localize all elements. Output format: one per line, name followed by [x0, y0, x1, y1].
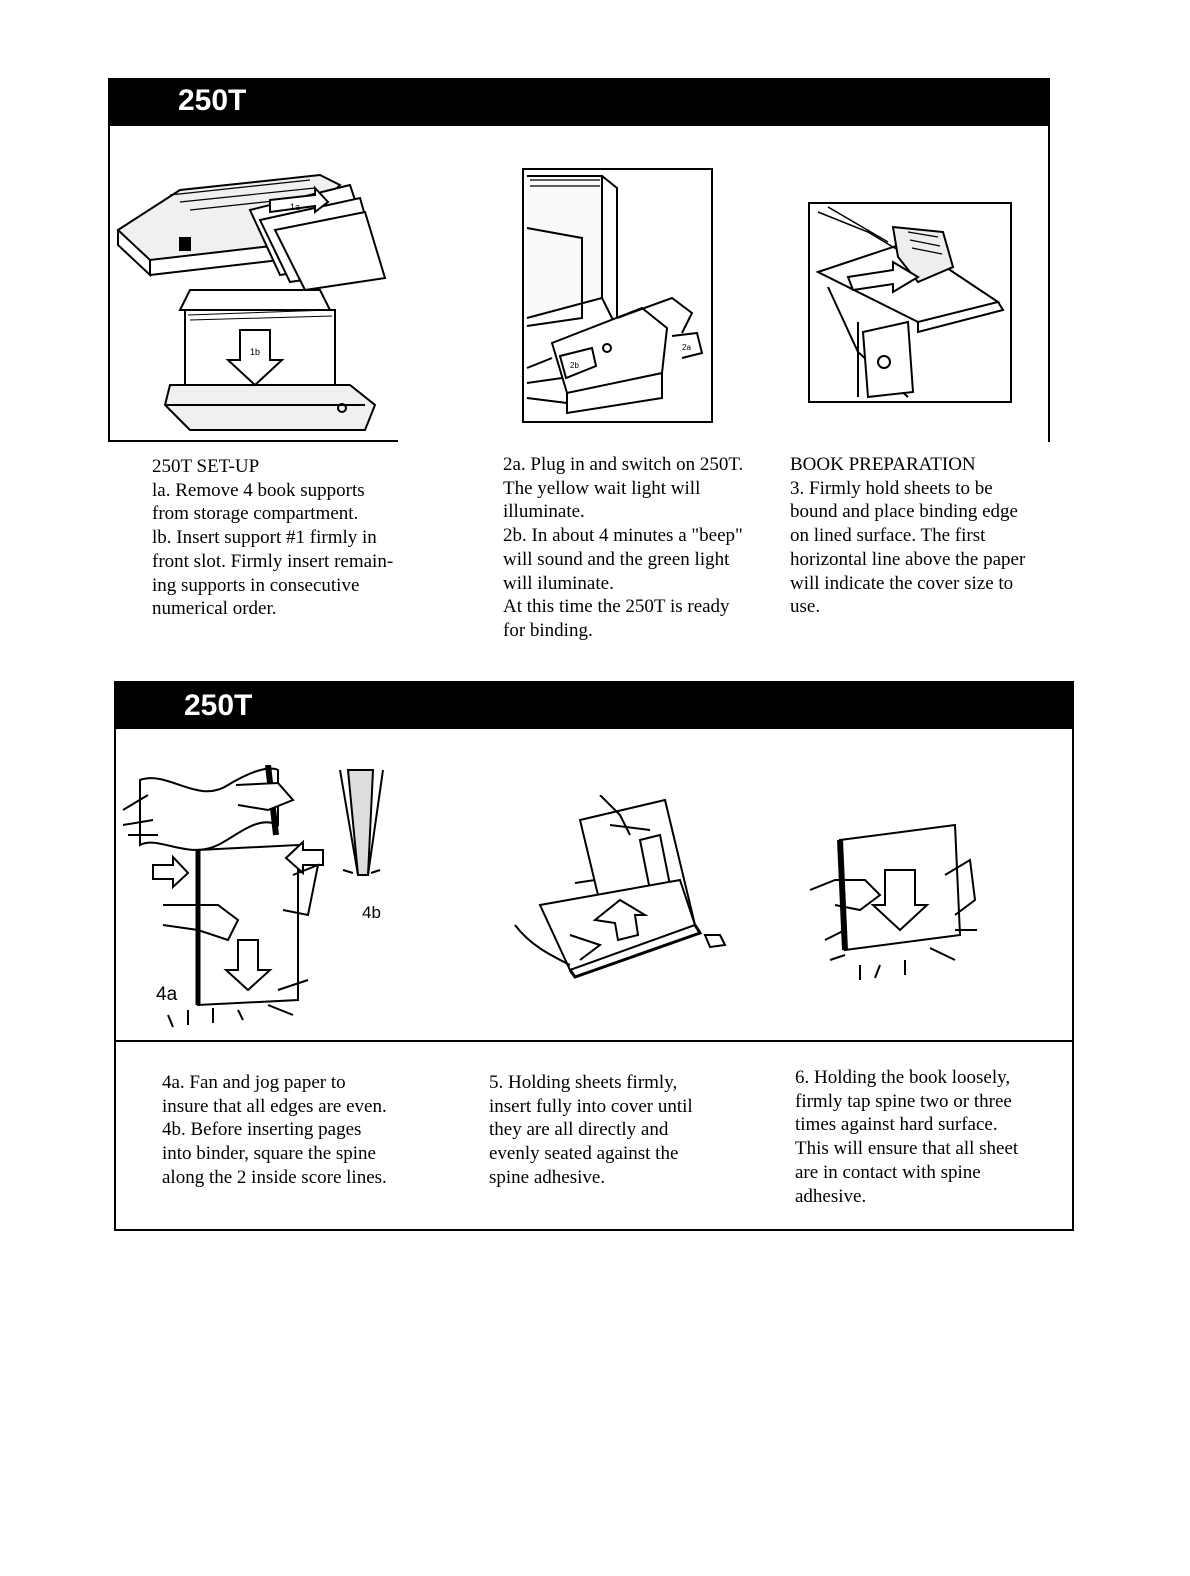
- panel-binding: 250T: [114, 681, 1074, 1231]
- figure-label-2a: 2a: [682, 343, 691, 352]
- binder-supports-illustration: 1a 1b: [116, 173, 387, 431]
- caption-insert-cover: 5. Holding sheets firmly, insert fully i…: [489, 1072, 693, 1188]
- caption-book-preparation: BOOK PREPARATION 3. Firmly hold sheets t…: [790, 454, 1026, 618]
- insert-cover-illustration: [514, 795, 727, 979]
- figure-label-1a: 1a: [290, 202, 300, 212]
- figure-label-4a: 4a: [156, 984, 178, 1005]
- panel-setup: 250T: [108, 78, 1050, 442]
- figure-6-tap-spine: [805, 820, 985, 980]
- panel-setup-header: 250T: [110, 80, 1048, 126]
- caption-tap-spine: 6. Holding the book loosely, firmly tap …: [795, 1067, 1019, 1207]
- figure-3-book-prep: [808, 202, 1013, 404]
- panel-binding-divider: [114, 1040, 1074, 1042]
- panel-binding-header: 250T: [116, 683, 1072, 729]
- tap-spine-illustration: [809, 823, 977, 980]
- caption-setup: 250T SET-UP la. Remove 4 book supports f…: [152, 456, 394, 620]
- figure-label-4b: 4b: [362, 903, 381, 922]
- caption-fan-jog: 4a. Fan and jog paper to insure that all…: [162, 1072, 387, 1188]
- book-preparation-illustration: [808, 202, 1012, 403]
- figure-label-2b: 2b: [570, 361, 579, 370]
- figure-1-setup: 1a 1b: [110, 150, 400, 435]
- power-switch-illustration: 2b 2a: [522, 168, 713, 423]
- panel-binding-title: 250T: [184, 689, 253, 722]
- figure-4-fan-jog: 4a 4b: [118, 765, 418, 1035]
- caption-power-on: 2a. Plug in and switch on 250T. The yell…: [503, 454, 744, 641]
- figure-5-insert: [510, 795, 740, 985]
- panel-setup-bottom-rule: [108, 440, 398, 442]
- figure-2-power: 2b 2a: [522, 168, 714, 424]
- fan-jog-illustration: 4a 4b: [122, 765, 384, 1028]
- figure-label-1b: 1b: [250, 347, 260, 357]
- panel-setup-title: 250T: [178, 84, 247, 117]
